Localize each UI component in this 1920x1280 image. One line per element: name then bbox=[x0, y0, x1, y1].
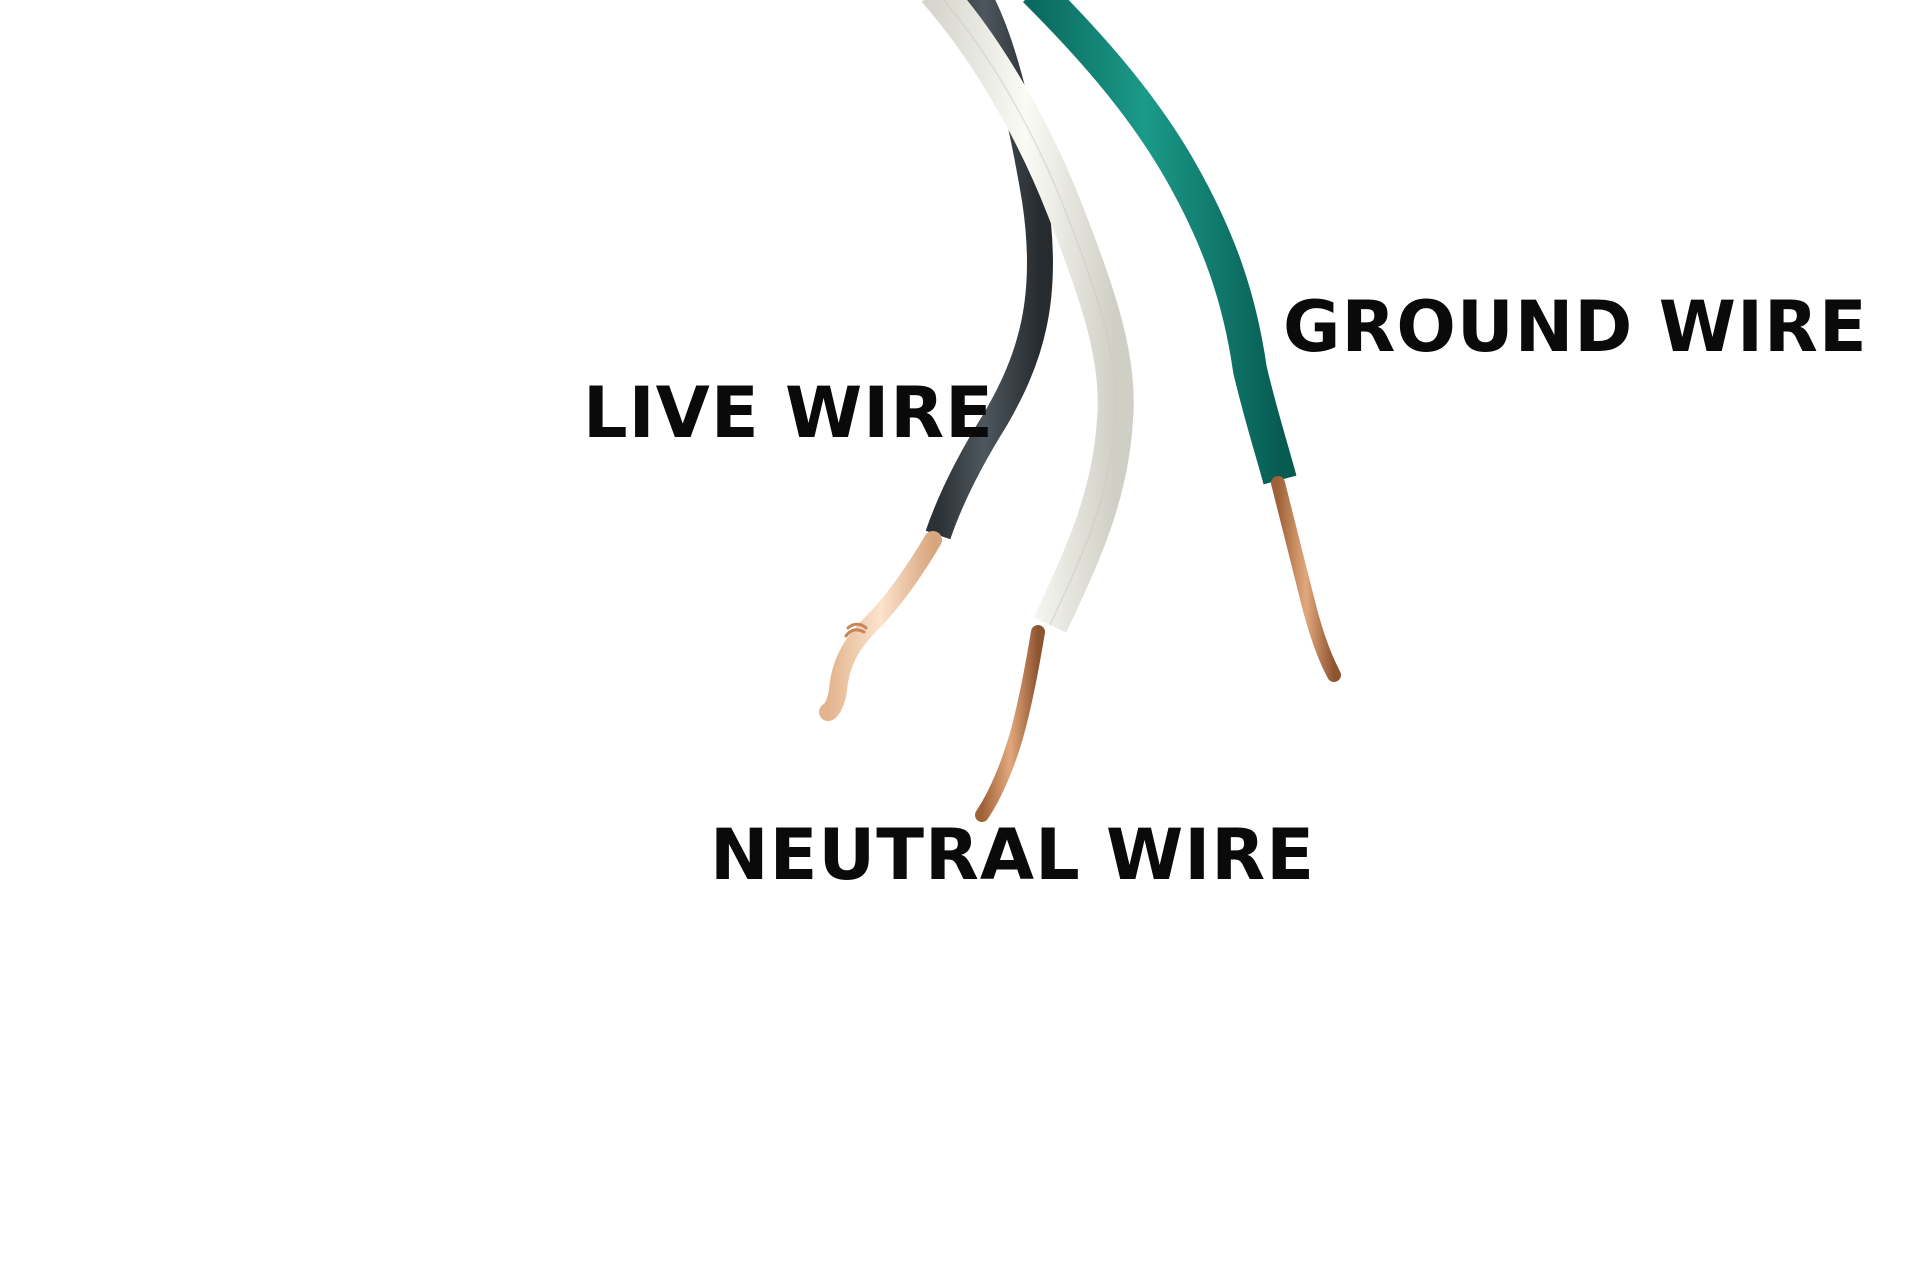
neutral-wire-insulation-edge bbox=[942, 0, 1117, 626]
neutral-wire bbox=[921, 0, 1134, 822]
ground-wire-label: GROUND WIRE bbox=[1283, 286, 1868, 368]
ground-wire-insulation bbox=[1022, 0, 1297, 485]
ground-wire bbox=[1022, 0, 1341, 682]
live-wire-copper bbox=[819, 531, 942, 721]
live-wire-label: LIVE WIRE bbox=[583, 372, 994, 454]
neutral-wire-copper bbox=[975, 625, 1045, 822]
neutral-wire-label: NEUTRAL WIRE bbox=[710, 814, 1316, 896]
live-wire-copper-frayed-tip bbox=[844, 622, 868, 638]
ground-wire-copper bbox=[1271, 476, 1341, 682]
